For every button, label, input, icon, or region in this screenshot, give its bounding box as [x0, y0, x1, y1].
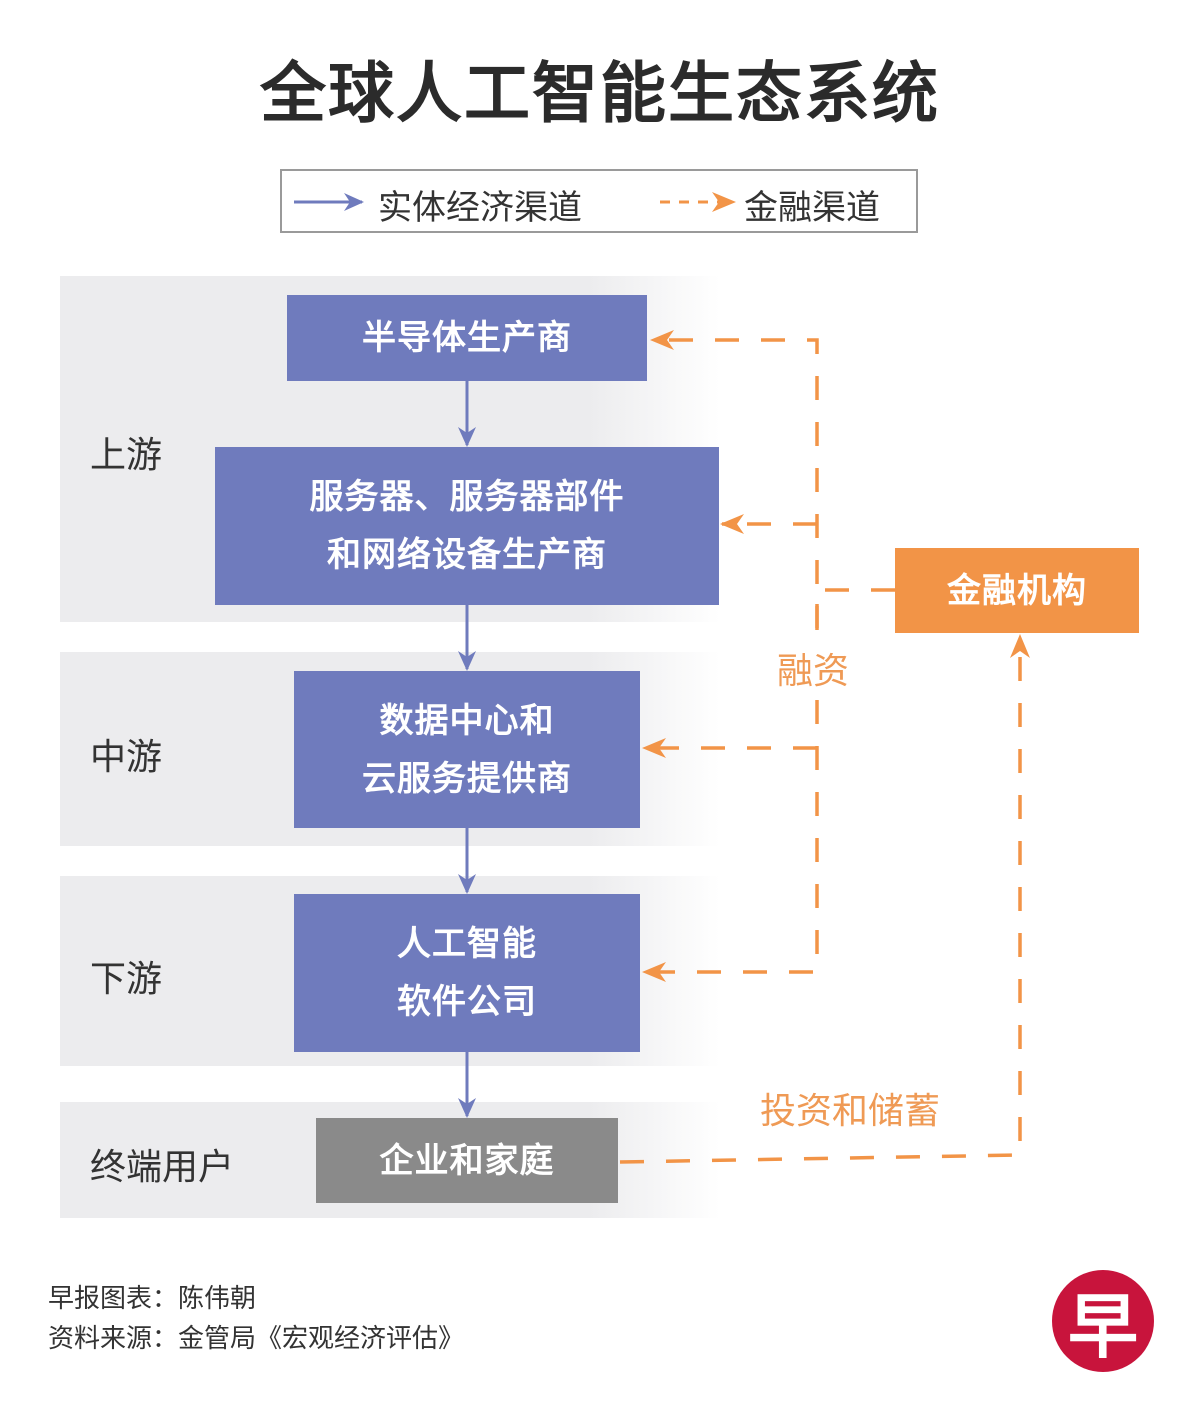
stage-midstream: 中游	[90, 737, 163, 778]
finance-arrow-semi	[650, 330, 819, 630]
label: 金融机构	[947, 570, 1087, 611]
label: 云服务提供商	[362, 758, 572, 799]
legend-finance: 金融渠道	[744, 188, 880, 228]
stage-upstream: 上游	[90, 435, 163, 476]
stage-end-users: 终端用户	[90, 1147, 235, 1188]
box-semiconductor: 半导体生产商	[287, 295, 647, 381]
label: 数据中心和	[379, 700, 555, 741]
legend-real: 实体经济渠道	[378, 188, 582, 228]
label: 人工智能	[397, 924, 537, 964]
label: 服务器、服务器部件	[309, 477, 625, 517]
box-enterprise: 企业和家庭	[316, 1118, 618, 1203]
label-investment: 投资和储蓄	[760, 1091, 941, 1132]
finance-arrow-ai	[642, 700, 819, 982]
label: 软件公司	[397, 982, 537, 1022]
credit: 早报图表：陈伟朝	[48, 1284, 257, 1314]
box-financial: 金融机构	[895, 548, 1139, 633]
zaobao-logo: 早	[1052, 1270, 1154, 1372]
box-ai-software: 人工智能软件公司	[294, 894, 640, 1052]
legend	[280, 169, 918, 233]
label: 半导体生产商	[362, 318, 572, 358]
stage-downstream: 下游	[90, 959, 163, 1000]
source: 资料来源：金管局《宏观经济评估》	[48, 1324, 465, 1354]
box-datacenter: 数据中心和云服务提供商	[294, 671, 640, 828]
box-server: 服务器、服务器部件和网络设备生产商	[215, 447, 719, 605]
label: 企业和家庭	[379, 1140, 555, 1181]
label-financing: 融资	[777, 651, 850, 692]
logo-char: 早	[1068, 1285, 1138, 1368]
investment-arrow	[619, 634, 1030, 1164]
label: 和网络设备生产商	[327, 535, 607, 575]
title: 全球人工智能生态系统	[260, 55, 940, 132]
